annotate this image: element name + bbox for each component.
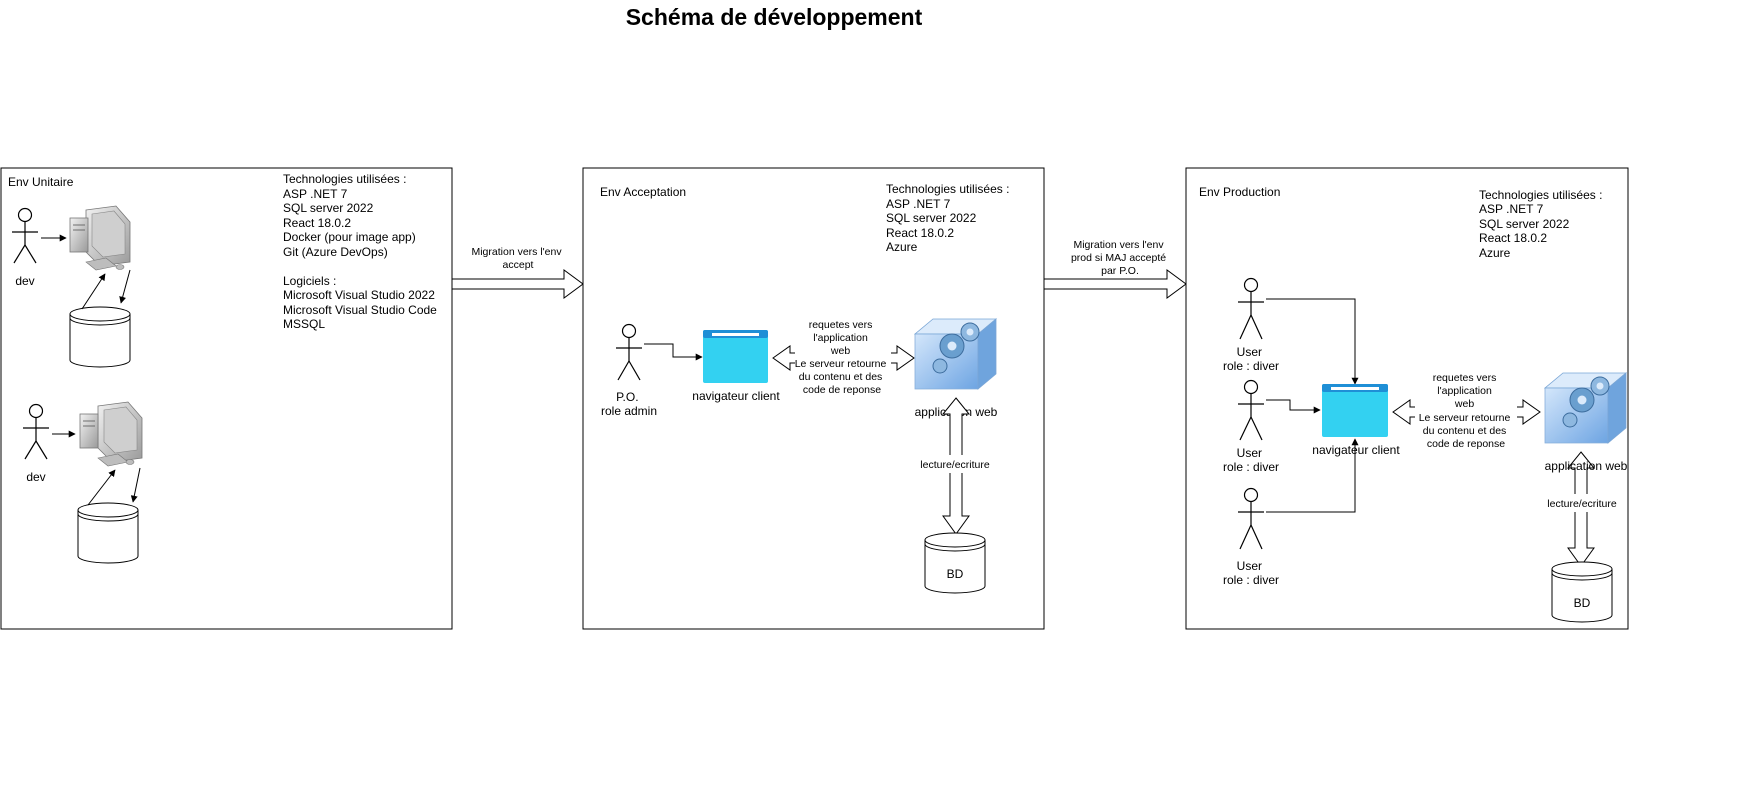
tech-line: Docker (pour image app) — [283, 230, 416, 244]
tech-line: ASP .NET 7 — [283, 187, 348, 201]
user-actor-label: User role : diver — [1223, 559, 1279, 587]
env-acceptation-label: Env Acceptation — [600, 185, 686, 199]
browser-label: navigateur client — [692, 389, 780, 403]
dev-actor-icon — [12, 207, 38, 264]
database-icon — [1551, 561, 1613, 623]
tech-line: React 18.0.2 — [283, 216, 351, 230]
actor-label-line: User — [1237, 345, 1262, 359]
request-label: requetes vers l'application web Le serve… — [795, 319, 890, 396]
web-application-icon — [913, 318, 998, 390]
po-actor-label: P.O. role admin — [601, 390, 657, 418]
env-acceptation-panel: Env Acceptation Technologies utilisées :… — [582, 167, 1045, 630]
request-label: requetes vers l'application web Le serve… — [1419, 372, 1514, 450]
env-acceptation-tech-list: Technologies utilisées : ASP .NET 7 SQL … — [886, 182, 1013, 254]
computer-icon — [79, 401, 143, 467]
request-line: web — [830, 345, 850, 357]
env-unitaire-label: Env Unitaire — [8, 175, 74, 189]
tech-line: SQL server 2022 — [283, 201, 374, 215]
arrow-label-line: accept — [503, 259, 534, 271]
read-write-label: lecture/ecriture — [920, 459, 990, 471]
software-line: Logiciels : — [283, 274, 336, 288]
software-line: Microsoft Visual Studio Code — [283, 303, 437, 317]
request-line: requetes vers — [1433, 372, 1497, 384]
actor-label-line: User — [1237, 559, 1262, 573]
arrow-label-line: prod si MAJ accepté — [1071, 252, 1166, 264]
user-actor-icon — [1238, 277, 1264, 340]
request-line: l'application — [813, 332, 868, 344]
arrow-label-line: Migration vers l'env — [1073, 239, 1164, 251]
actor-label-line: role : diver — [1223, 460, 1279, 474]
env-unitaire-software-list: Logiciels : Microsoft Visual Studio 2022… — [283, 274, 440, 331]
database-icon — [69, 306, 131, 368]
web-application-icon — [1543, 372, 1628, 444]
software-line: Microsoft Visual Studio 2022 — [283, 288, 435, 302]
user-actor-label: User role : diver — [1223, 446, 1279, 474]
arrow-label-line: par P.O. — [1101, 265, 1139, 277]
request-line: Le serveur retourne — [1419, 412, 1511, 424]
migration-arrow-accept: Migration vers l'env accept — [451, 246, 584, 299]
actor-label-line: role admin — [601, 404, 657, 418]
read-write-label: lecture/ecriture — [1547, 498, 1617, 510]
database-label: BD — [1574, 596, 1591, 610]
migration-arrow-prod: Migration vers l'env prod si MAJ accepté… — [1043, 239, 1187, 299]
env-production-label: Env Production — [1199, 185, 1280, 199]
tech-line: Technologies utilisées : — [1479, 188, 1602, 202]
tech-line: Technologies utilisées : — [283, 172, 406, 186]
user-actor-label: User role : diver — [1223, 345, 1279, 373]
database-icon — [77, 502, 139, 564]
computer-icon — [69, 205, 131, 271]
tech-line: React 18.0.2 — [1479, 231, 1547, 245]
env-production-tech-list: Technologies utilisées : ASP .NET 7 SQL … — [1479, 188, 1606, 260]
env-production-panel: Env Production Technologies utilisées : … — [1185, 167, 1629, 630]
tech-line: Technologies utilisées : — [886, 182, 1009, 196]
web-application-label: application web — [1545, 459, 1628, 473]
tech-line: Git (Azure DevOps) — [283, 245, 388, 259]
tech-line: SQL server 2022 — [886, 211, 977, 225]
arrow-label-line: Migration vers l'env — [471, 246, 562, 258]
actor-label-line: role : diver — [1223, 573, 1279, 587]
migration-prod-label: Migration vers l'env prod si MAJ accepté… — [1071, 239, 1169, 277]
database-label: BD — [947, 567, 964, 581]
env-unitaire-tech-list: Technologies utilisées : ASP .NET 7 SQL … — [283, 172, 419, 259]
actor-label-line: role : diver — [1223, 359, 1279, 373]
tech-line: ASP .NET 7 — [1479, 202, 1544, 216]
tech-line: SQL server 2022 — [1479, 217, 1570, 231]
request-line: Le serveur retourne — [795, 358, 887, 370]
page-title: Schéma de développement — [626, 4, 923, 30]
request-line: l'application — [1437, 385, 1492, 397]
browser-icon — [1322, 384, 1388, 437]
tech-line: Azure — [1479, 246, 1511, 260]
user-actor-icon — [1238, 379, 1264, 441]
migration-accept-label: Migration vers l'env accept — [471, 246, 564, 271]
request-line: du contenu et des — [1423, 425, 1506, 437]
request-line: du contenu et des — [799, 371, 882, 383]
database-icon — [924, 532, 986, 594]
dev-actor-icon — [23, 403, 49, 460]
software-line: MSSQL — [283, 317, 325, 331]
tech-line: ASP .NET 7 — [886, 197, 951, 211]
browser-icon — [703, 330, 768, 383]
browser-label: navigateur client — [1312, 443, 1400, 457]
request-line: requetes vers — [809, 319, 873, 331]
request-line: code de reponse — [803, 384, 881, 396]
dev-label: dev — [15, 274, 34, 288]
request-line: web — [1454, 398, 1474, 410]
dev-label: dev — [26, 470, 45, 484]
actor-label-line: User — [1237, 446, 1262, 460]
user-actor-icon — [1238, 487, 1264, 550]
po-actor-icon — [616, 323, 642, 381]
request-line: code de reponse — [1427, 438, 1505, 450]
env-unitaire-panel: Env Unitaire Technologies utilisées : AS… — [0, 167, 453, 630]
tech-line: React 18.0.2 — [886, 226, 954, 240]
tech-line: Azure — [886, 240, 918, 254]
actor-label-line: P.O. — [616, 390, 638, 404]
